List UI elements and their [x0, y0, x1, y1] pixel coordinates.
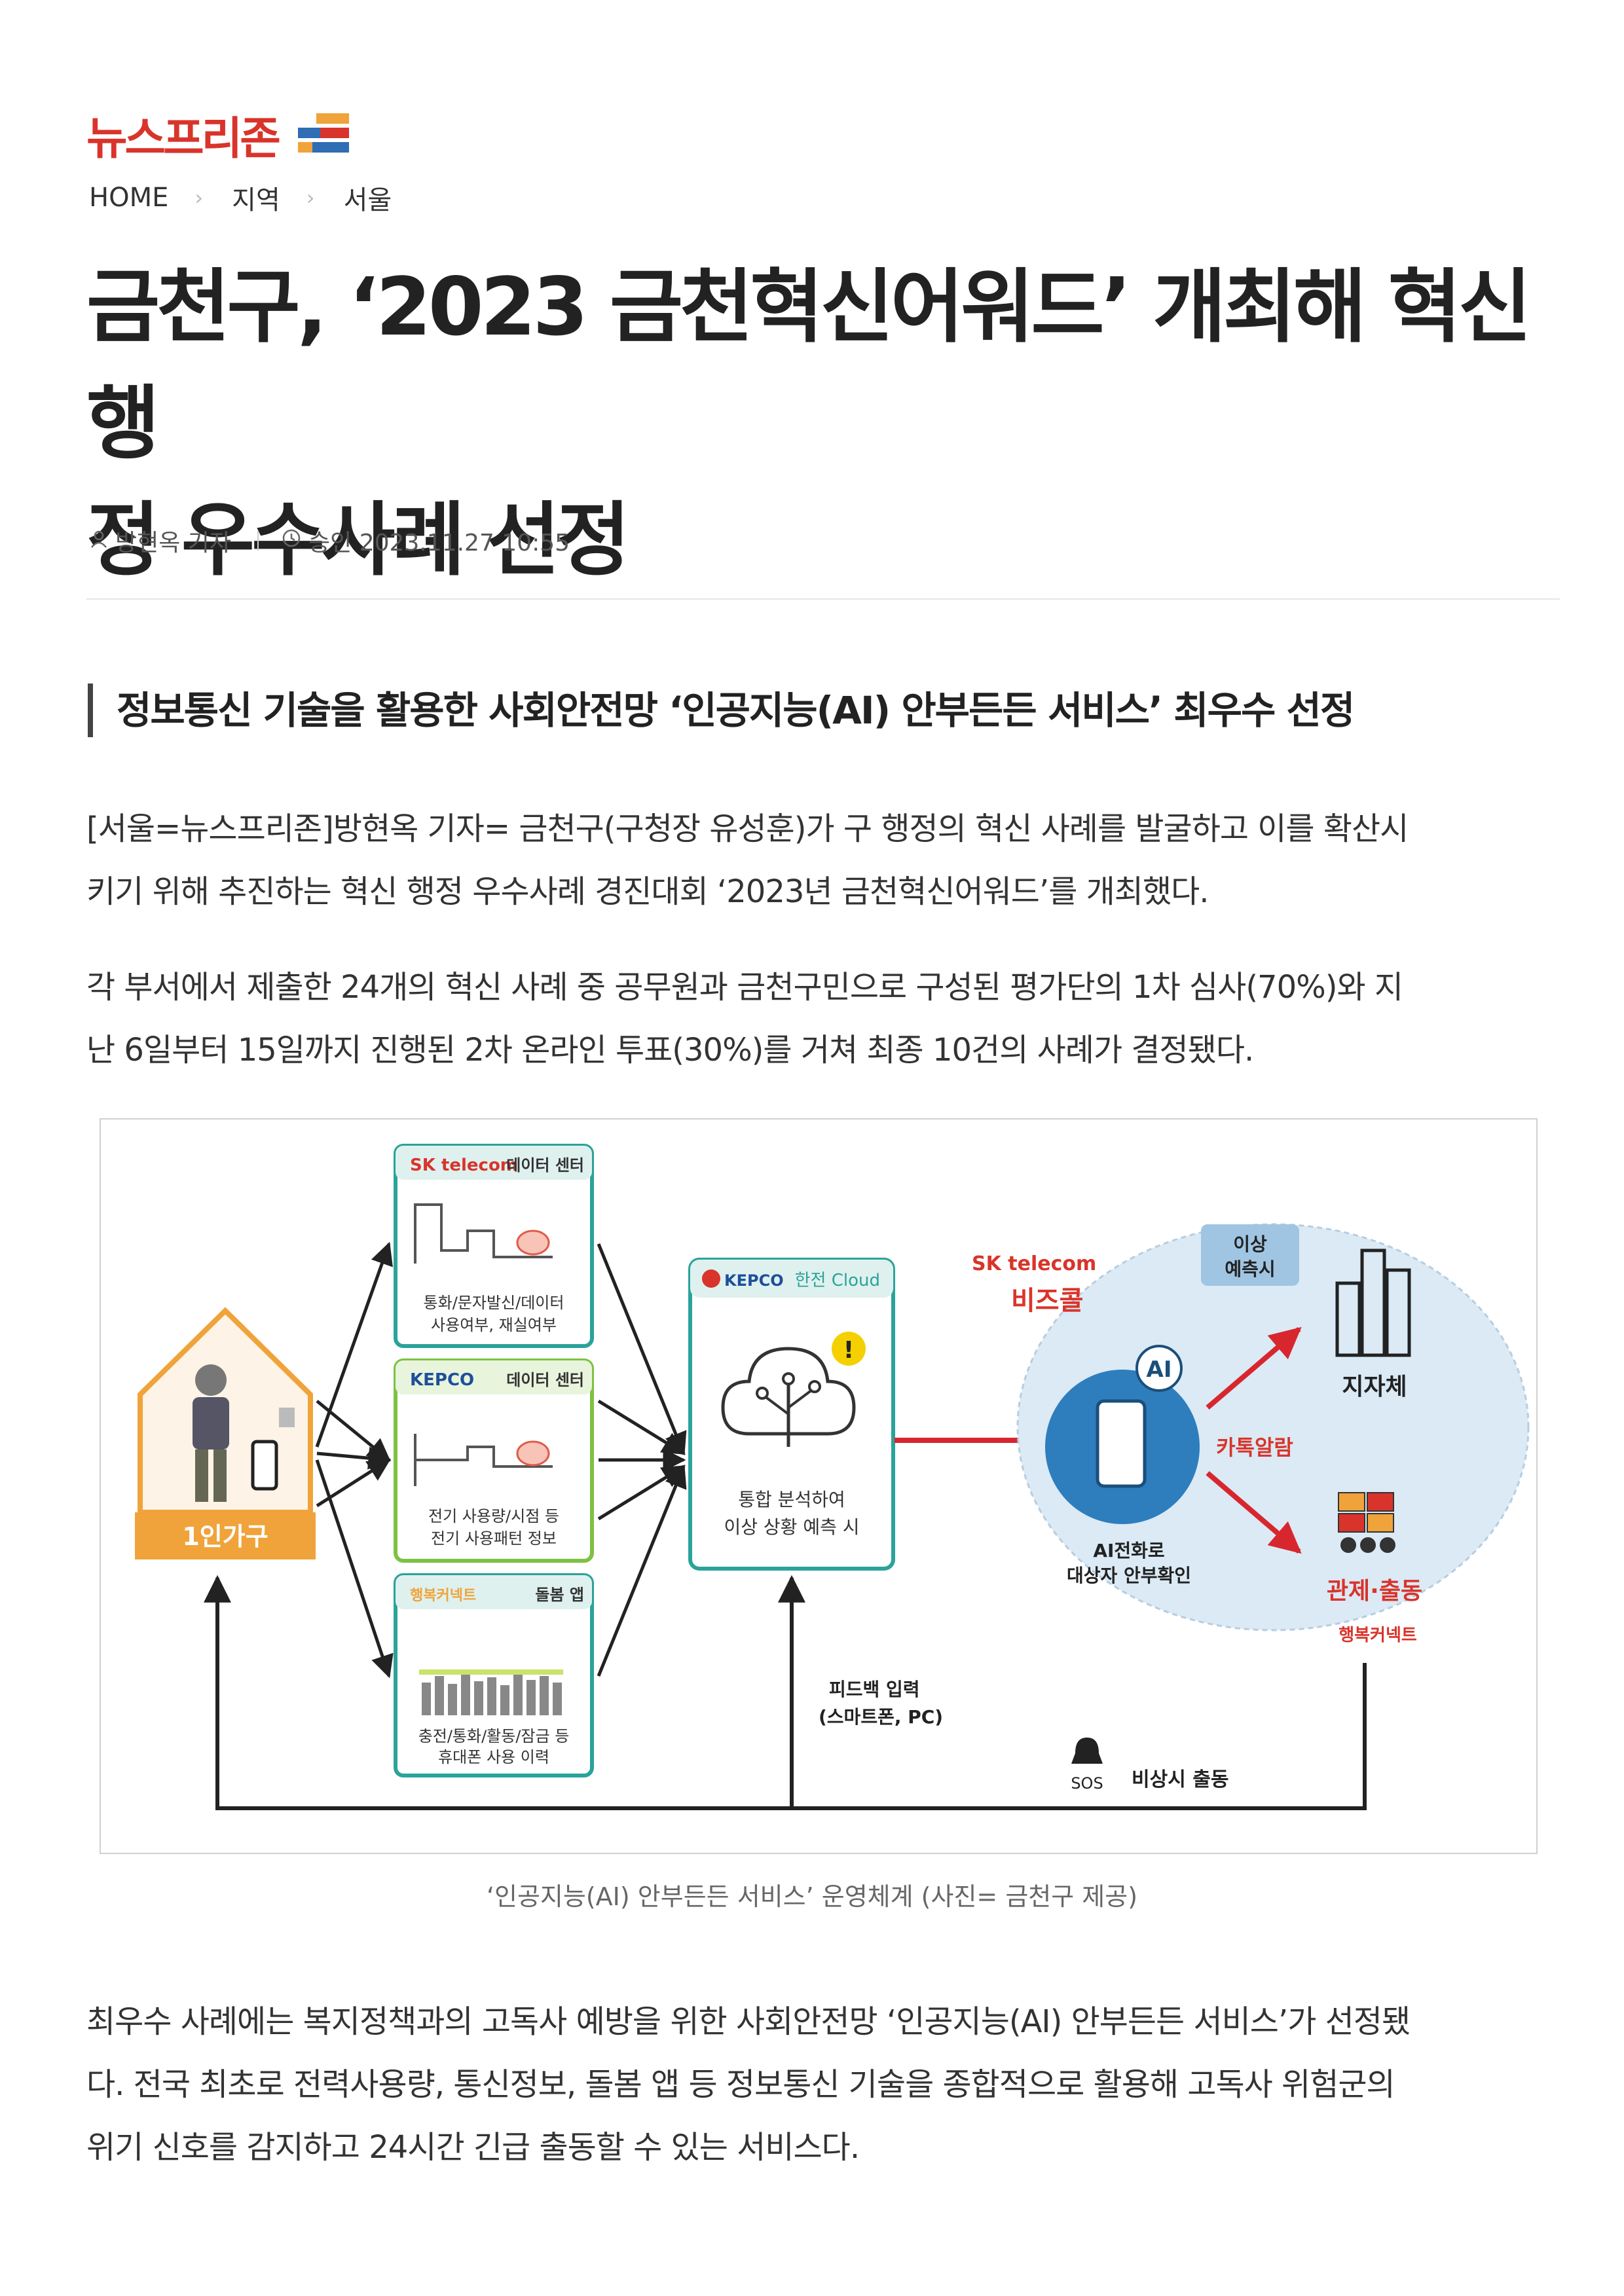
smartphone-icon [1096, 1399, 1147, 1488]
kepco-cloud-box: KEPCO 한전 Cloud ! 통합 분석하여 이상 상황 예측 시 [688, 1258, 895, 1571]
household-node: 1인가구 [135, 1307, 316, 1559]
cloud-desc: 이상 상황 예측 시 [724, 1516, 859, 1538]
care-app-box: 행복커넥트 돌봄 앱 충전/통화/활동/잠금 등 휴대폰 사용 이력 [394, 1573, 594, 1777]
service-diagram-figure: 1인가구 SK telecom 데이터 센터 통화/문자발신/데이터 사용여부,… [100, 1118, 1538, 1854]
ai-bubble-icon [1135, 1345, 1183, 1392]
household-label: 1인가구 [182, 1522, 268, 1551]
box-desc: 사용여부, 재실여부 [431, 1316, 557, 1334]
government-label: 지자체 [1342, 1374, 1407, 1400]
figure-caption: ‘인공지능(AI) 안부든든 서비스’ 운영체계 (사진= 금천구 제공) [486, 1882, 1138, 1911]
usage-bar-chart-icon [419, 1669, 563, 1715]
box-title: 돌봄 앱 [535, 1586, 584, 1604]
box-desc: 통화/문자발신/데이터 [424, 1294, 564, 1312]
emergency-label: 비상시 출동 [1132, 1768, 1228, 1791]
response-area: SK telecom 비즈콜 AI AI전화로 대상자 안부확인 이상 예측시 … [972, 1223, 1530, 1645]
approved-datetime: 승인 2023.11.27 10:55 [308, 530, 570, 556]
brand-label: 행복커넥트 [410, 1588, 476, 1604]
alert-icon [832, 1332, 866, 1366]
logo-text: 뉴스프리존 [86, 113, 281, 165]
article-paragraph: 최우수 사례에는 복지정책과의 고독사 예방을 위한 사회안전망 ‘인공지능(A… [86, 1990, 1566, 2179]
paragraph-line: 키기 위해 추진하는 혁신 행정 우수사례 경진대회 ‘2023년 금천혁신어워… [86, 873, 1209, 910]
city-building-icon [1335, 1248, 1411, 1357]
chevron-right-icon: › [194, 185, 204, 210]
article-paragraph: [서울=뉴스프리존]방현옥 기자= 금천구(구청장 유성훈)가 구 행정의 혁신… [86, 797, 1566, 923]
box-desc: 전기 사용량/시점 등 [428, 1507, 559, 1525]
cloud-title: 한전 Cloud [795, 1271, 880, 1290]
paragraph-line: 다. 전국 최초로 전력사용량, 통신정보, 돌봄 앱 등 정보통신 기술을 종… [86, 2066, 1395, 2103]
paragraph-line: [서울=뉴스프리존]방현옥 기자= 금천구(구청장 유성훈)가 구 행정의 혁신… [86, 811, 1409, 847]
breadcrumb-seoul[interactable]: 서울 [343, 185, 392, 215]
cloud-desc: 통합 분석하여 [738, 1489, 845, 1510]
clock-icon [281, 528, 302, 555]
paragraph-line: 난 6일부터 15일까지 진행된 2차 온라인 투표(30%)를 거쳐 최종 1… [86, 1032, 1254, 1068]
ai-cloud-tree-icon [721, 1347, 856, 1447]
feedback-label: (스마트폰, PC) [819, 1706, 943, 1728]
box-desc: 휴대폰 사용 이력 [438, 1748, 549, 1766]
paragraph-line: 최우수 사례에는 복지정책과의 고독사 예방을 위한 사회안전망 ‘인공지능(A… [86, 2003, 1411, 2040]
feedback-label: 피드백 입력 [829, 1679, 920, 1700]
divider [86, 598, 1560, 600]
to-control-arrow [1206, 1470, 1302, 1554]
sk-data-center-box: SK telecom 데이터 센터 통화/문자발신/데이터 사용여부, 재실여부 [394, 1144, 594, 1348]
chevron-right-icon: › [306, 185, 315, 210]
bizcall-desc: AI전화로 [1093, 1540, 1164, 1561]
paragraph-line: 위기 신호를 감지하고 24시간 긴급 출동할 수 있는 서비스다. [86, 2129, 860, 2166]
power-meter-icon [279, 1408, 295, 1427]
person-icon [89, 528, 109, 555]
kepco-data-center-box: KEPCO 데이터 센터 전기 사용량/시점 등 전기 사용패턴 정보 [394, 1358, 594, 1563]
box-desc: 충전/통화/활동/잠금 등 [418, 1727, 570, 1745]
logo-mark-icon [293, 108, 352, 160]
box-title: 데이터 센터 [506, 1371, 584, 1389]
meta-divider [257, 531, 259, 551]
sos-label: SOS [1071, 1774, 1103, 1793]
elderly-person-icon [193, 1364, 229, 1502]
title-line: 정 우수사례 선정 [86, 494, 631, 587]
partner-label: 행복커넥트 [1338, 1626, 1417, 1645]
brand-label: SK telecom [972, 1252, 1096, 1275]
breadcrumb: HOME › 지역 › 서울 [89, 178, 392, 217]
brand-label: KEPCO [724, 1271, 784, 1290]
anomaly-label: 이상 [1233, 1233, 1267, 1255]
article-subtitle: 정보통신 기술을 활용한 사회안전망 ‘인공지능(AI) 안부든든 서비스’ 최… [117, 688, 1355, 733]
control-dispatch-label: 관제·출동 [1327, 1578, 1422, 1605]
breadcrumb-home[interactable]: HOME [89, 183, 169, 213]
breadcrumb-region[interactable]: 지역 [232, 185, 280, 215]
smartphone-icon [251, 1440, 278, 1491]
input-arrows [315, 1241, 687, 1679]
box-title: 데이터 센터 [506, 1156, 584, 1175]
anomaly-badge [1201, 1224, 1299, 1286]
box-desc: 전기 사용패턴 정보 [431, 1529, 557, 1548]
bizcall-desc: 대상자 안부확인 [1067, 1565, 1191, 1586]
control-center-icon [1338, 1492, 1395, 1553]
service-diagram: 1인가구 SK telecom 데이터 센터 통화/문자발신/데이터 사용여부,… [135, 1144, 1530, 1810]
author-name[interactable]: 방현옥 기자 [115, 530, 232, 556]
to-government-arrow [1206, 1326, 1302, 1410]
ai-label: AI [1147, 1357, 1172, 1383]
alarm-bell-icon [1071, 1738, 1103, 1764]
article-meta: 방현옥 기자 승인 2023.11.27 10:55 [89, 522, 570, 559]
anomaly-label: 예측시 [1225, 1258, 1275, 1280]
paragraph-line: 각 부서에서 제출한 24개의 혁신 사례 중 공무원과 금천구민으로 구성된 … [86, 969, 1403, 1006]
subtitle-accent-bar [88, 683, 93, 737]
article-paragraph: 각 부서에서 제출한 24개의 혁신 사례 중 공무원과 금천구민으로 구성된 … [86, 956, 1566, 1082]
bizcall-name: 비즈콜 [1011, 1286, 1083, 1316]
brand-label: KEPCO [410, 1370, 474, 1390]
site-logo[interactable]: 뉴스프리존 [86, 98, 352, 170]
kakao-alarm-label: 카톡알람 [1216, 1435, 1293, 1460]
title-line: 금천구, ‘2023 금천혁신어워드’ 개최해 혁신 행 [86, 261, 1532, 470]
article-title: 금천구, ‘2023 금천혁신어워드’ 개최해 혁신 행 정 우수사례 선정 [86, 249, 1547, 598]
brand-label: SK telecom [410, 1156, 518, 1175]
feedback-loop [204, 1575, 1367, 1810]
alert-mark: ! [843, 1337, 854, 1364]
